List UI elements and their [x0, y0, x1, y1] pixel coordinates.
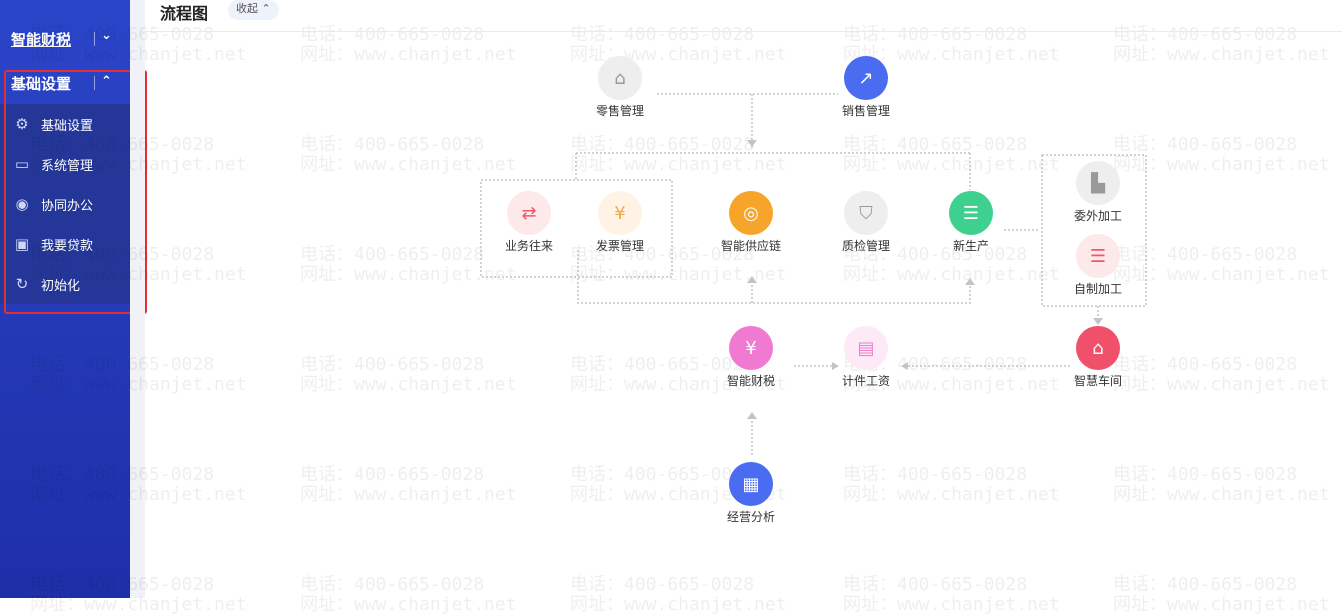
item-label: 初始化 — [41, 278, 81, 294]
item-label: 系统管理 — [41, 158, 94, 174]
node-label: 新生产 — [952, 239, 989, 253]
submenu: ⚙ 基础设置 ▭ 系统管理 ◉ 协同办公 ▣ 我要贷款 ↻ 初始化 — [0, 104, 130, 304]
node-label: 业务往来 — [504, 239, 553, 253]
monitor-code-icon: ▭ — [14, 155, 30, 173]
node-piecewage[interactable]: ▤ 计件工资 — [826, 326, 906, 389]
group-label: 智能财税 — [11, 30, 72, 49]
page-title: 流程图 — [160, 4, 209, 23]
item-label: 我要贷款 — [41, 238, 94, 254]
node-label: 发票管理 — [595, 239, 644, 253]
sidebar-item-system[interactable]: ▭ 系统管理 — [0, 144, 130, 184]
flow-connectors — [480, 93, 1147, 455]
sidebar-group-tax[interactable]: 智能财税 ⌄ — [0, 22, 130, 56]
sidebar-group-basic[interactable]: 基础设置 ⌃ — [0, 66, 130, 100]
node-label: 经营分析 — [726, 510, 775, 524]
invoice-icon: ¥ — [598, 191, 642, 235]
shop-icon: ⌂ — [598, 56, 642, 100]
node-label: 质检管理 — [841, 239, 890, 253]
node-quality[interactable]: ⛉ 质检管理 — [826, 191, 906, 254]
chart-up-icon: ↗ — [844, 55, 890, 100]
node-label: 自制加工 — [1073, 282, 1122, 296]
sidebar-item-basic-settings[interactable]: ⚙ 基础设置 — [0, 104, 130, 144]
sidebar-item-collab[interactable]: ◉ 协同办公 — [0, 184, 130, 224]
node-label: 智能供应链 — [720, 239, 781, 253]
node-label: 销售管理 — [841, 104, 890, 118]
node-label: 零售管理 — [595, 104, 644, 118]
sidebar-item-loan[interactable]: ▣ 我要贷款 — [0, 224, 130, 264]
highlight-box — [4, 70, 147, 314]
item-label: 基础设置 — [41, 118, 94, 134]
node-retail[interactable]: ⌂ 零售管理 — [580, 56, 660, 119]
header: 流程图 收起 ⌃ — [145, 0, 1342, 32]
node-outsource[interactable]: ▙ 委外加工 — [1058, 161, 1138, 224]
reset-icon: ↻ — [15, 275, 29, 293]
wage-icon: ▤ — [844, 326, 888, 370]
yuan-icon: ¥ — [729, 325, 775, 370]
node-label: 委外加工 — [1073, 209, 1122, 223]
chevron-up-icon: ⌃ — [101, 74, 112, 89]
node-analysis[interactable]: ▦ 经营分析 — [711, 461, 791, 525]
node-supply[interactable]: ◎ 智能供应链 — [711, 190, 791, 254]
chevron-down-icon: ⌄ — [101, 28, 112, 43]
settings-icon: ⚙ — [15, 115, 29, 133]
collab-icon: ◉ — [15, 195, 29, 213]
item-label: 协同办公 — [41, 198, 94, 214]
node-sales[interactable]: ↗ 销售管理 — [826, 55, 906, 119]
node-invoice[interactable]: ¥ 发票管理 — [580, 191, 660, 254]
factory-icon: ▙ — [1076, 161, 1120, 205]
money-icon: ▣ — [14, 235, 30, 253]
dashboard-icon: ▦ — [729, 461, 775, 506]
node-label: 计件工资 — [841, 374, 890, 388]
node-business[interactable]: ⇄ 业务往来 — [489, 191, 569, 254]
exchange-icon: ⇄ — [507, 191, 551, 235]
chevron-up-icon: ⌃ — [261, 2, 271, 15]
sidebar-item-init[interactable]: ↻ 初始化 — [0, 264, 130, 304]
node-workshop[interactable]: ⌂ 智慧车间 — [1058, 326, 1138, 389]
network-icon: ◎ — [729, 190, 775, 235]
node-production[interactable]: ☰ 新生产 — [931, 190, 1011, 254]
node-label: 智慧车间 — [1073, 374, 1122, 388]
node-selfmade[interactable]: ☰ 自制加工 — [1058, 234, 1138, 297]
sliders-icon: ☰ — [1076, 234, 1120, 278]
divider — [130, 0, 145, 598]
node-tax[interactable]: ¥ 智能财税 — [711, 325, 791, 389]
home-icon: ⌂ — [1076, 326, 1120, 370]
collapse-label: 收起 — [236, 2, 258, 15]
sidebar: 智能财税 ⌄ 基础设置 ⌃ ⚙ 基础设置 ▭ 系统管理 ◉ 协同办公 ▣ 我要贷款 ↻ 初始化 — [0, 0, 130, 598]
group-label: 基础设置 — [11, 74, 72, 93]
sliders-icon: ☰ — [949, 190, 995, 235]
shield-check-icon: ⛉ — [844, 191, 888, 235]
collapse-button[interactable]: 收起 ⌃ — [228, 0, 279, 20]
node-label: 智能财税 — [726, 374, 775, 388]
